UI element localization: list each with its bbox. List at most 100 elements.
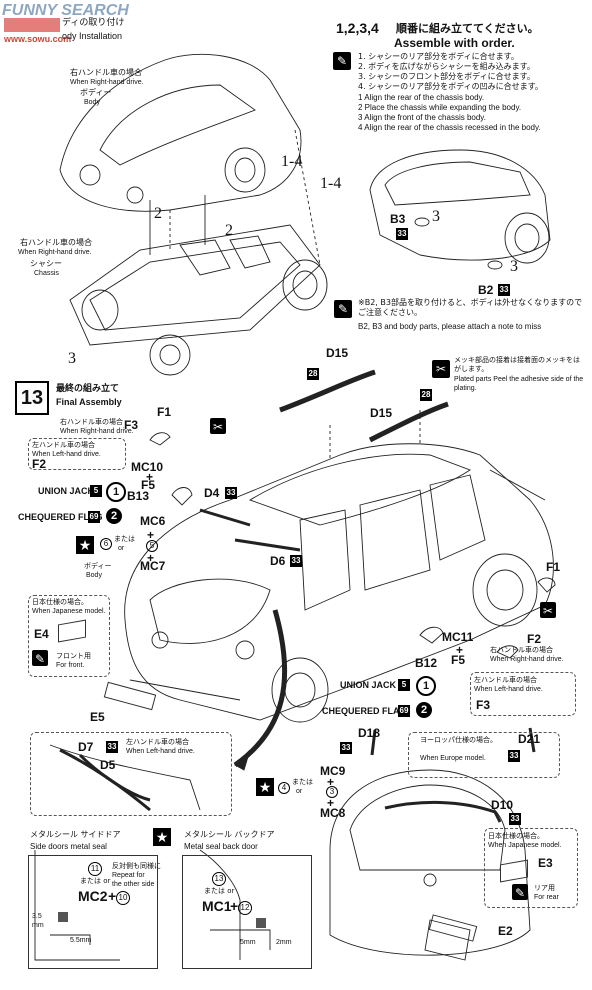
part-d7-sprue: 33 — [106, 741, 118, 753]
watermark-logo — [4, 18, 60, 32]
figure-step-2-b: 2 — [225, 222, 233, 239]
star-icon-rear: ★ — [256, 778, 274, 796]
plus-sign-right: + — [456, 643, 464, 657]
part-f5-left: F5 — [141, 478, 156, 492]
note-jp: ※B2, B3部品を取り付けると、ボディは外せなくなりますのでご注意ください。 — [358, 298, 583, 317]
decal-3: 3 — [326, 786, 338, 798]
part-mc9: MC9 — [320, 764, 346, 778]
left-rhd-en: When Right-hand drive. — [60, 428, 134, 435]
note-en: B2, B3 and body parts, please attach a n… — [358, 322, 542, 331]
decal-5-left: 5 — [146, 540, 158, 552]
wiper-lhd-en: When Left-hand drive. — [126, 748, 195, 755]
part-e3: E3 — [538, 856, 553, 870]
part-b2-sprue: 33 — [498, 284, 510, 296]
side-seal-title-jp: メタルシール サイドドア — [30, 830, 121, 839]
peel-plating-icon-right: ✂ — [540, 602, 556, 618]
chequered-label-right: CHEQUERED FLAG — [322, 706, 407, 716]
part-mc10: MC10 — [131, 460, 164, 474]
mata-rear: または — [292, 778, 313, 786]
glue-icon: ✎ — [333, 52, 351, 70]
body-label-jp: ボディー — [80, 88, 112, 97]
part-d15-b: D15 — [370, 406, 393, 420]
back-seal-title-en: Metal seal back door — [184, 842, 258, 851]
back-dim-5: 5mm — [240, 939, 256, 946]
chassis-label-en: Chassis — [34, 270, 59, 277]
step-header-jp: ディの取り付け — [62, 18, 125, 28]
instruction-en-2: 2 Place the chassis while expanding the … — [358, 103, 522, 112]
japan-front-title-en: When Japanese model. — [32, 608, 106, 615]
japan-front-title-jp: 日本仕様の場合。 — [32, 598, 88, 606]
back-seal-panel — [182, 855, 312, 969]
front-use-jp: フロント用 — [56, 652, 91, 660]
part-f1-right: F1 — [546, 560, 561, 574]
side-seal-mark — [58, 912, 68, 922]
chassis-rhd-en: When Right-hand drive. — [18, 249, 92, 256]
figure-step-3-b: 3 — [432, 208, 440, 225]
right-rhd-jp: 右ハンドル車の場合 — [490, 646, 553, 654]
step-13-title-en: Final Assembly — [56, 397, 122, 407]
instruction-en-1: 1 Align the rear of the chassis body. — [358, 93, 485, 102]
plus-sign-1: + — [146, 470, 154, 484]
union-jack-label-right: UNION JACK — [340, 680, 397, 690]
or-rear: or — [296, 788, 303, 795]
glue-icon-front: ✎ — [32, 650, 48, 666]
or-left: or — [118, 545, 125, 552]
repeat-jp: 反対側も同様に — [112, 862, 161, 870]
step-1234-title-en: Assemble with order. — [394, 36, 515, 50]
step-13-number: 13 — [15, 381, 49, 415]
step-1234-title-jp: 順番に組み立ててください。 — [396, 22, 539, 35]
part-f1-left: F1 — [157, 405, 172, 419]
glue-icon-rear: ✎ — [512, 884, 528, 900]
part-mc1: MC1 — [202, 898, 232, 914]
watermark-site: www.sowu.com — [4, 34, 72, 44]
part-mc6: MC6 — [140, 514, 166, 528]
decal-12: 12 — [238, 901, 252, 915]
body-rhd-en: When Right-hand drive. — [70, 79, 144, 86]
chequered-decal-right: 2 — [416, 702, 432, 718]
figure-step-3-c: 3 — [510, 258, 518, 275]
left-lhd-jp: 左ハンドル車の場合 — [32, 441, 95, 449]
body-rhd-jp: 右ハンドル車の場合 — [70, 68, 142, 77]
instruction-jp-4: 4. シャシーのリア部分をボディの凹みに合せます。 — [358, 82, 543, 91]
japan-rear-box — [484, 828, 578, 908]
japan-rear-title-jp: 日本仕様の場合。 — [488, 832, 544, 840]
part-d7: D7 — [78, 740, 94, 754]
part-d21-sprue: 33 — [508, 750, 520, 762]
side-dim-3-5: 3.5 — [32, 913, 42, 920]
right-rhd-en: When Right-hand drive. — [490, 656, 564, 663]
decal-4: 4 — [278, 782, 290, 794]
chequered-decal-left: 2 — [106, 508, 122, 524]
part-mc7: MC7 — [140, 559, 166, 573]
figure-step-3-a: 3 — [68, 350, 76, 367]
part-mc11: MC11 — [442, 630, 474, 644]
step-1234-instructions-en: 1 Align the rear of the chassis body. 2 … — [358, 93, 588, 133]
chequered-label-left: CHEQUERED FLAG — [18, 512, 103, 522]
union-jack-decal-left: 1 — [106, 482, 126, 502]
part-d15-a-sprue: 28 — [307, 368, 319, 380]
part-f3-left: F3 — [124, 418, 139, 432]
plating-note-en: Plated parts Peel the adhesive side of t… — [454, 376, 584, 392]
glue-icon-note: ✎ — [334, 300, 352, 318]
plus-sign-rear-2: + — [327, 796, 335, 810]
part-b13: B13 — [127, 489, 150, 503]
part-f3-right: F3 — [476, 698, 491, 712]
part-d5: D5 — [100, 758, 116, 772]
part-mc8: MC8 — [320, 806, 346, 820]
side-seal-panel — [28, 855, 158, 969]
chequered-sheet-left: 69 — [88, 511, 100, 523]
plus-sign-2: + — [147, 528, 155, 542]
part-d10-sprue: 33 — [509, 813, 521, 825]
plus-sign-3: + — [147, 551, 155, 565]
back-mata: または or — [204, 887, 235, 895]
part-f5-right: F5 — [451, 653, 466, 667]
part-f2-left: F2 — [32, 457, 47, 471]
star-icon-left: ★ — [76, 536, 94, 554]
union-jack-label-left: UNION JACK — [38, 486, 95, 496]
instruction-jp-2: 2. ボディを広げながらシャシーを組み込みます。 — [358, 62, 535, 71]
part-e5: E5 — [90, 710, 105, 724]
step-1234-number: 1,2,3,4 — [336, 20, 379, 36]
back-dim-2: 2mm — [276, 939, 292, 946]
left-rhd-jp: 右ハンドル車の場合 — [60, 418, 123, 426]
back-seal-mark — [256, 918, 266, 928]
